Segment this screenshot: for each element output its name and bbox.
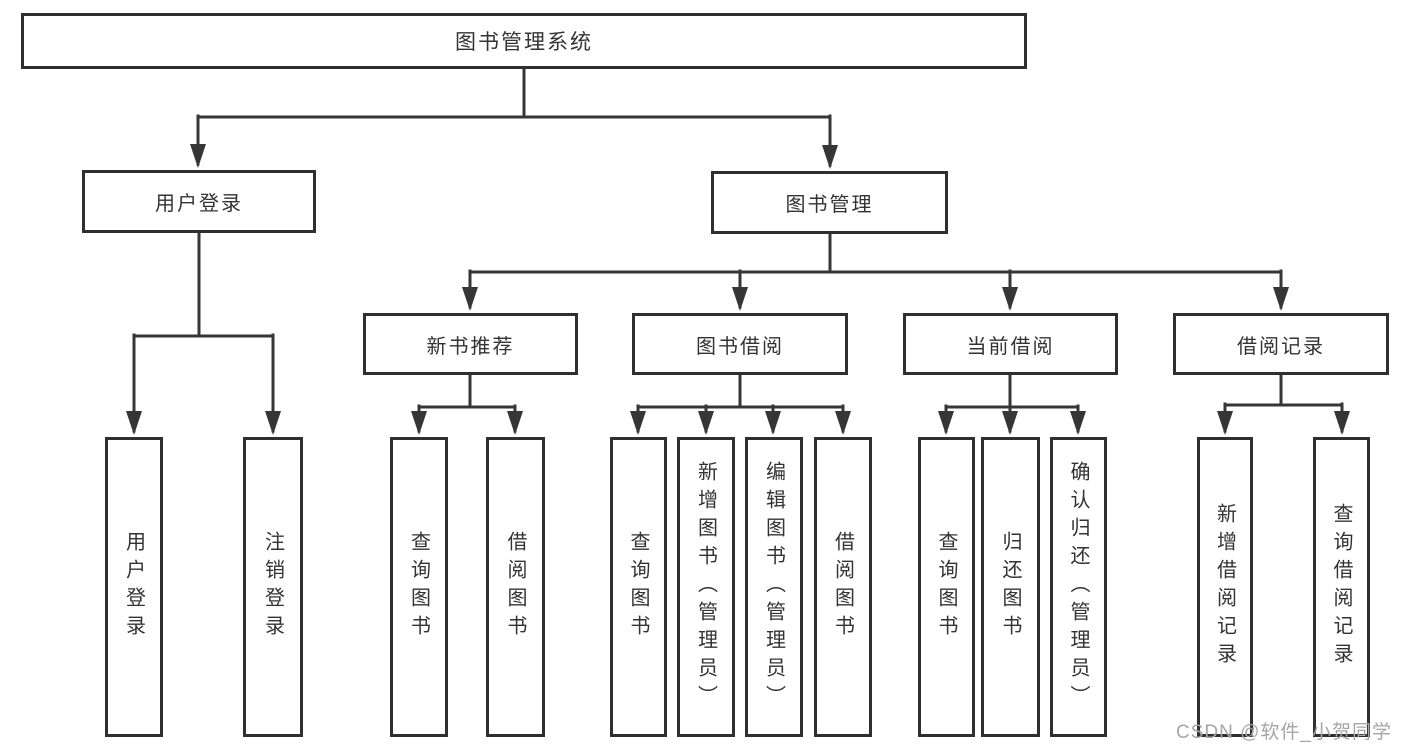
node-label: 注销登录 xyxy=(261,531,284,643)
node-label: 用户登录 xyxy=(122,531,145,643)
node-label: 借阅记录 xyxy=(1237,335,1325,358)
node-leaf-confirm-return-admin: 确认归还（管理员） xyxy=(1050,437,1107,737)
node-user-login-branch: 用户登录 xyxy=(82,170,316,233)
node-label: 新增借阅记录 xyxy=(1213,503,1236,671)
node-label: 借阅图书 xyxy=(504,531,526,643)
node-leaf-add-borrow-record: 新增借阅记录 xyxy=(1197,437,1253,737)
node-leaf-query-borrow-record: 查询借阅记录 xyxy=(1313,437,1370,737)
node-label: 图书管理系统 xyxy=(455,31,593,54)
node-leaf-query-books-borrowing: 查询图书 xyxy=(610,437,667,737)
node-label: 查询图书 xyxy=(627,531,649,643)
node-leaf-query-books-recommend: 查询图书 xyxy=(390,437,448,737)
node-library-management-system: 图书管理系统 xyxy=(21,13,1027,69)
node-label: 查询借阅记录 xyxy=(1330,503,1352,671)
node-label: 新增图书（管理员） xyxy=(694,461,717,713)
node-label: 图书管理 xyxy=(785,194,874,216)
node-new-book-recommendation: 新书推荐 xyxy=(363,313,578,375)
node-current-borrowing: 当前借阅 xyxy=(903,313,1118,375)
node-label: 图书借阅 xyxy=(696,335,784,358)
node-label: 借阅图书 xyxy=(831,531,854,643)
node-leaf-query-books-current: 查询图书 xyxy=(918,437,975,737)
node-label: 确认归还（管理员） xyxy=(1067,461,1089,713)
node-label: 查询图书 xyxy=(407,531,430,643)
node-leaf-return-books: 归还图书 xyxy=(981,437,1040,737)
node-leaf-borrow-books: 借阅图书 xyxy=(814,437,872,737)
node-leaf-user-login: 用户登录 xyxy=(105,437,163,737)
node-leaf-borrow-books-recommend: 借阅图书 xyxy=(486,437,545,737)
node-book-borrowing: 图书借阅 xyxy=(632,313,848,375)
node-borrowing-records: 借阅记录 xyxy=(1173,313,1389,375)
node-leaf-logout: 注销登录 xyxy=(243,437,303,737)
node-label: 查询图书 xyxy=(935,531,957,643)
node-label: 当前借阅 xyxy=(966,335,1055,358)
node-label: 编辑图书（管理员） xyxy=(762,461,785,713)
node-leaf-add-book-admin: 新增图书（管理员） xyxy=(677,437,735,737)
node-book-management-branch: 图书管理 xyxy=(711,171,948,234)
node-leaf-edit-book-admin: 编辑图书（管理员） xyxy=(745,437,803,737)
node-label: 新书推荐 xyxy=(426,335,515,358)
node-label: 归还图书 xyxy=(999,531,1021,643)
node-label: 用户登录 xyxy=(155,193,243,215)
